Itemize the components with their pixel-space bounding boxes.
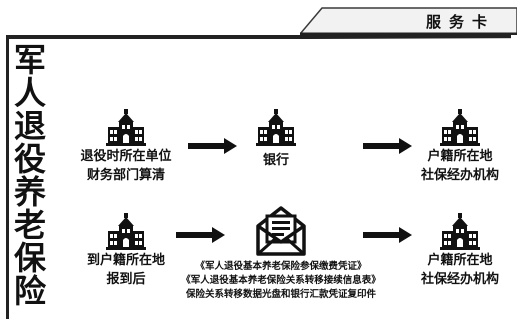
node-label-line1: 退役时所在单位 — [80, 149, 172, 164]
doc-label-line1: 《军人退役基本养老保险参保缴费凭证》 — [195, 261, 367, 272]
vertical-title: 军 人 退 役 养 老 保 险 — [10, 44, 50, 308]
building-icon — [256, 108, 296, 146]
service-card-tab: 服务卡 — [300, 7, 517, 35]
row2-node-documents: 《军人退役基本养老保险参保缴费凭证》 《军人退役基本养老保险关系转移接续信息表》… — [176, 204, 386, 301]
row1-node-unit-finance: 退役时所在单位 财务部门算清 — [70, 108, 182, 184]
arrow-right-icon — [176, 227, 225, 243]
title-char: 军 — [13, 41, 46, 79]
building-icon — [106, 108, 146, 146]
tab-shape — [300, 7, 517, 35]
title-char: 养 — [13, 173, 46, 211]
doc-label-line2: 《军人退役基本养老保险关系转移接续信息表》 — [181, 275, 381, 286]
arrow-right-icon — [363, 227, 412, 243]
doc-label-line3: 保险关系转移数据光盘和银行汇款凭证复印件 — [185, 289, 376, 300]
row2-node-register: 到户籍所在地 报到后 — [70, 212, 182, 288]
node-label-line1: 银行 — [262, 153, 289, 168]
node-label-line2: 社保经办机构 — [420, 272, 499, 287]
row2-node-social-security: 户籍所在地 社保经办机构 — [410, 212, 510, 288]
title-char: 老 — [13, 206, 46, 244]
arrow-right-icon — [188, 138, 237, 154]
node-label-line1: 到户籍所在地 — [86, 253, 165, 268]
arrow-right-icon — [363, 138, 412, 154]
card-frame — [6, 35, 511, 319]
title-char: 保 — [13, 239, 46, 277]
title-char: 退 — [13, 107, 46, 145]
node-label-line2: 社保经办机构 — [420, 168, 499, 183]
node-label-line1: 户籍所在地 — [427, 149, 493, 164]
building-icon — [440, 108, 480, 146]
building-icon — [106, 212, 146, 250]
envelope-document-icon — [254, 204, 308, 258]
building-icon — [440, 212, 480, 250]
row1-node-bank: 银行 — [246, 108, 306, 169]
tab-label: 服务卡 — [425, 13, 495, 31]
node-label-line1: 户籍所在地 — [427, 253, 493, 268]
title-char: 役 — [13, 140, 46, 178]
node-label-line2: 报到后 — [106, 272, 146, 287]
title-char: 人 — [13, 74, 46, 112]
title-char: 险 — [13, 272, 46, 310]
node-label-line2: 财务部门算清 — [86, 168, 165, 183]
row1-node-social-security: 户籍所在地 社保经办机构 — [410, 108, 510, 184]
